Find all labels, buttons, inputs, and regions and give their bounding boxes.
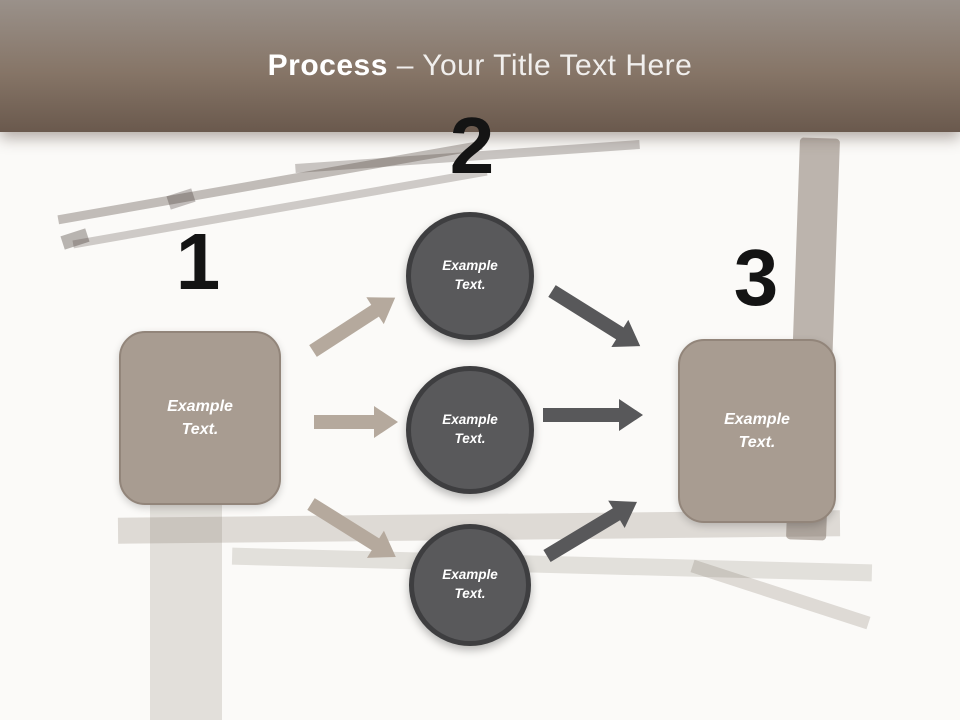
step-number-1: 1 [175,217,221,306]
billboard-pole [150,495,222,720]
arrow-left-to-middle-circle [314,406,398,438]
step-number-3: 3 [733,233,779,322]
left-process-box-label: Example Text. [167,397,233,438]
arrow-top-circle-to-right [548,285,641,347]
arrow-middle-circle-to-right [543,399,643,431]
process-circle-2-label: Example Text. [442,412,498,446]
right-process-box: Example Text. [678,339,836,523]
process-circle-3-label: Example Text. [442,567,498,601]
billboard-truss-joint [166,188,196,210]
process-circle-3: Example Text. [409,524,531,646]
left-process-box: Example Text. [119,331,281,505]
arrow-left-to-top-circle [309,297,396,357]
process-circle-1: Example Text. [406,212,534,340]
slide-title-keyword: Process [267,49,388,82]
process-circle-1-label: Example Text. [442,258,498,292]
slide-title: Process – Your Title Text Here [268,49,693,83]
step-number-2: 2 [449,101,495,190]
process-circle-2: Example Text. [406,366,534,494]
billboard-crossbar [231,547,873,582]
right-process-box-label: Example Text. [724,410,790,451]
title-bar: Process – Your Title Text Here [0,0,960,132]
slide-title-subtitle: – Your Title Text Here [387,49,693,82]
